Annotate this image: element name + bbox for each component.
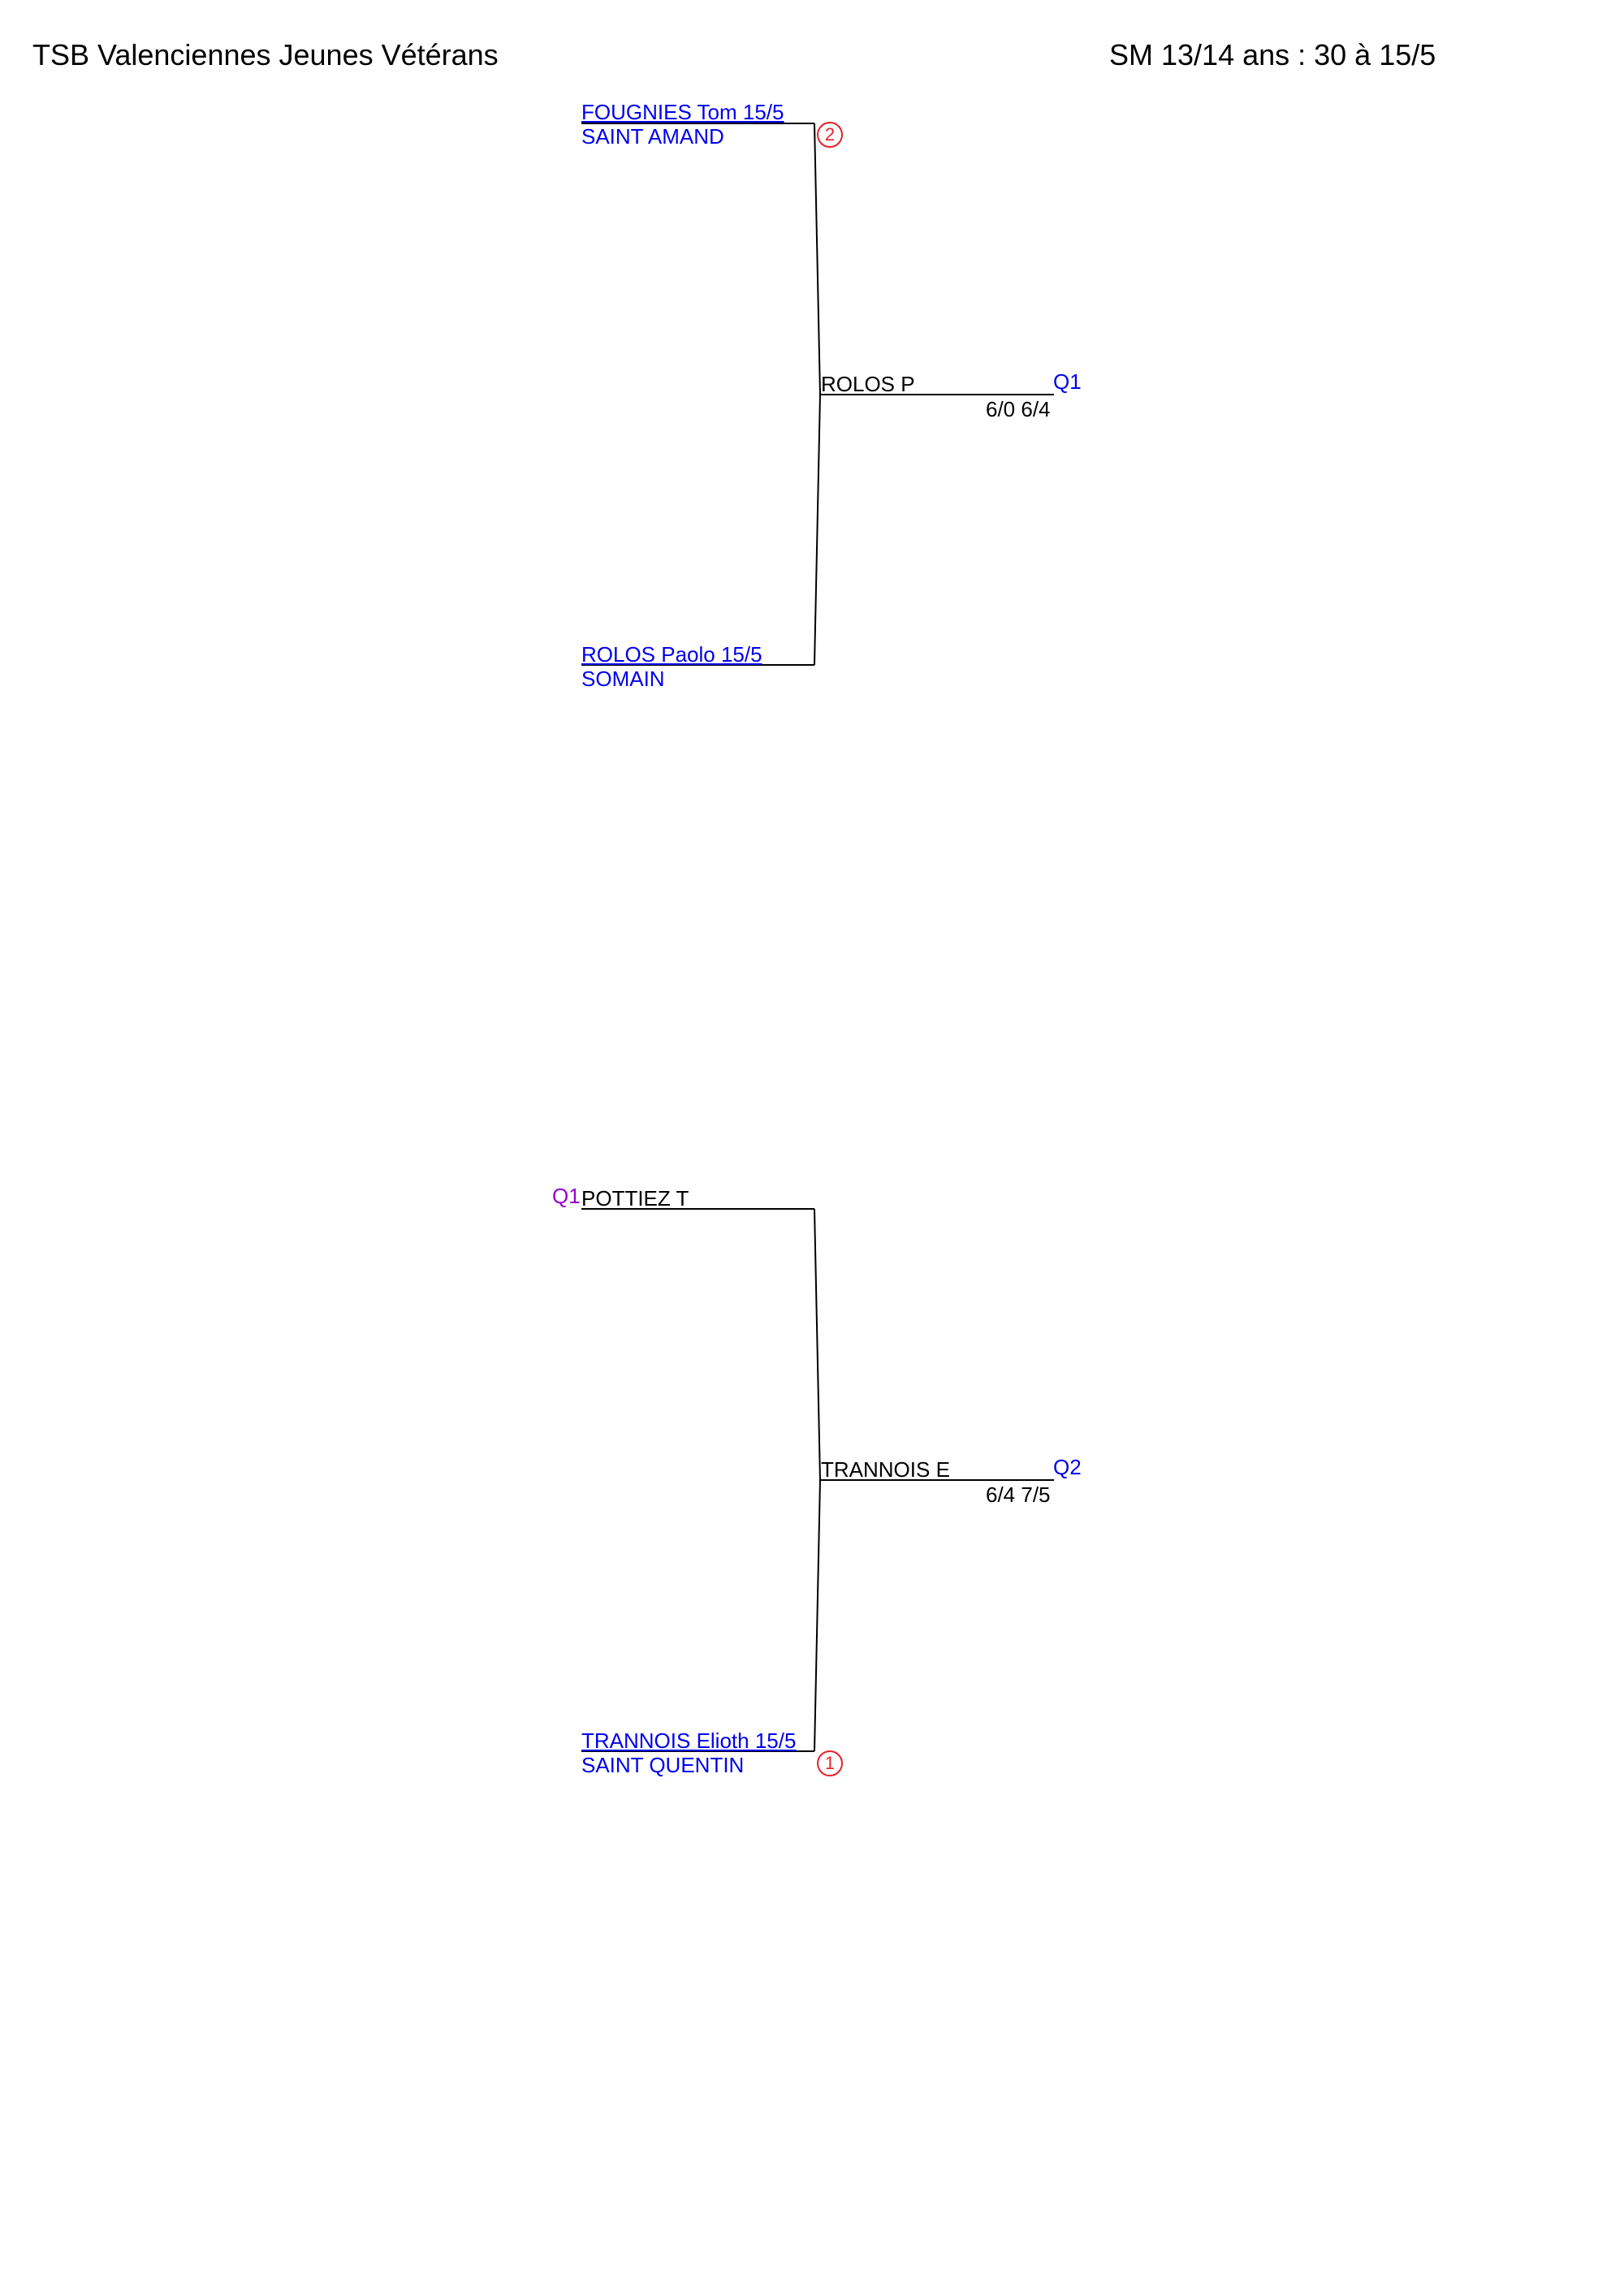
b1-score: 6/0 6/4 [986,397,1051,421]
b1-player-bottom-name[interactable]: ROLOS Paolo 15/5 [581,642,762,667]
b2-player-bottom-name[interactable]: TRANNOIS Elioth 15/5 [581,1728,797,1753]
b2-player-top-name: POTTIEZ T [581,1186,689,1211]
b2-score: 6/4 7/5 [986,1482,1051,1507]
b1-player-bottom-club: SOMAIN [581,667,665,691]
b2-player-bottom-club: SAINT QUENTIN [581,1753,745,1777]
b2-winner-name: TRANNOIS E [821,1457,950,1482]
category-title: SM 13/14 ans : 30 à 15/5 [1109,38,1436,71]
b2-seed-badge: 1 [817,1750,843,1776]
b1-winner-name: ROLOS P [821,372,915,396]
b2-connector [814,1208,822,1752]
b1-player-top-club: SAINT AMAND [581,124,724,149]
b2-entry-qualifier-label: Q1 [552,1184,581,1208]
tournament-title: TSB Valenciennes Jeunes Vétérans [32,38,499,71]
b1-player-top-name[interactable]: FOUGNIES Tom 15/5 [581,100,784,124]
b2-qualifier-label: Q2 [1053,1455,1082,1479]
b1-qualifier-label: Q1 [1053,369,1082,394]
b1-connector [814,123,822,666]
b1-seed-badge: 2 [817,122,843,148]
